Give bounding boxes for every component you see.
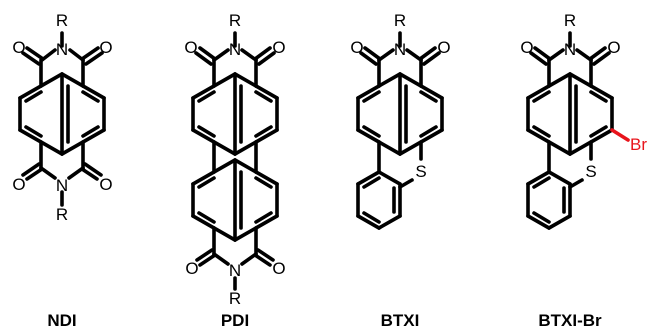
ndi-r-top-label: R: [56, 11, 68, 30]
btxi-o-top-left-label: O: [350, 38, 363, 57]
pdi-n-bottom-label: N: [229, 261, 241, 280]
btxi-br-structure: R N O O S Br: [520, 11, 647, 230]
btxi-caption: BTXI: [381, 311, 420, 330]
pdi-structure: R N O O N O O R: [184, 11, 285, 308]
pdi-o-bottom-left-label: O: [185, 259, 198, 278]
ndi-o-bottom-left-label: O: [12, 175, 25, 194]
btxi-br-br-label: Br: [630, 135, 647, 154]
btxi-br-o-top-left-label: O: [520, 38, 533, 57]
pdi-o-bottom-right-label: O: [272, 259, 285, 278]
ndi-o-top-left-label: O: [12, 38, 25, 57]
btxi-n-top-label: N: [394, 40, 406, 59]
pdi-bonds: [191, 31, 279, 291]
btxi-br-caption: BTXI-Br: [538, 311, 602, 330]
ndi-o-bottom-right-label: O: [99, 175, 112, 194]
ndi-n-top-label: N: [56, 40, 68, 59]
btxi-o-top-right-label: O: [437, 38, 450, 57]
pdi-r-top-label: R: [229, 11, 241, 30]
btxi-bonds: [356, 31, 444, 230]
ndi-r-bottom-label: R: [56, 205, 68, 224]
btxi-s-label: S: [415, 162, 426, 181]
btxi-br-r-top-label: R: [564, 11, 576, 30]
btxi-r-top-label: R: [394, 11, 406, 30]
pdi-r-bottom-label: R: [229, 289, 241, 308]
btxi-br-n-top-label: N: [564, 40, 576, 59]
btxi-br-bonds: [526, 31, 614, 230]
btxi-br-o-top-right-label: O: [607, 38, 620, 57]
c-br-bond: [610, 128, 630, 142]
ndi-o-top-right-label: O: [99, 38, 112, 57]
btxi-structure: R N O O S: [350, 11, 451, 230]
pdi-o-top-left-label: O: [184, 38, 197, 57]
pdi-n-top-label: N: [229, 40, 241, 59]
ndi-bonds: [18, 31, 106, 207]
ndi-n-bottom-label: N: [56, 176, 68, 195]
ndi-caption: NDI: [47, 311, 76, 330]
pdi-o-top-right-label: O: [272, 38, 285, 57]
pdi-caption: PDI: [221, 311, 249, 330]
btxi-br-s-label: S: [585, 162, 596, 181]
ndi-structure: R N O O N O O R: [12, 11, 112, 224]
